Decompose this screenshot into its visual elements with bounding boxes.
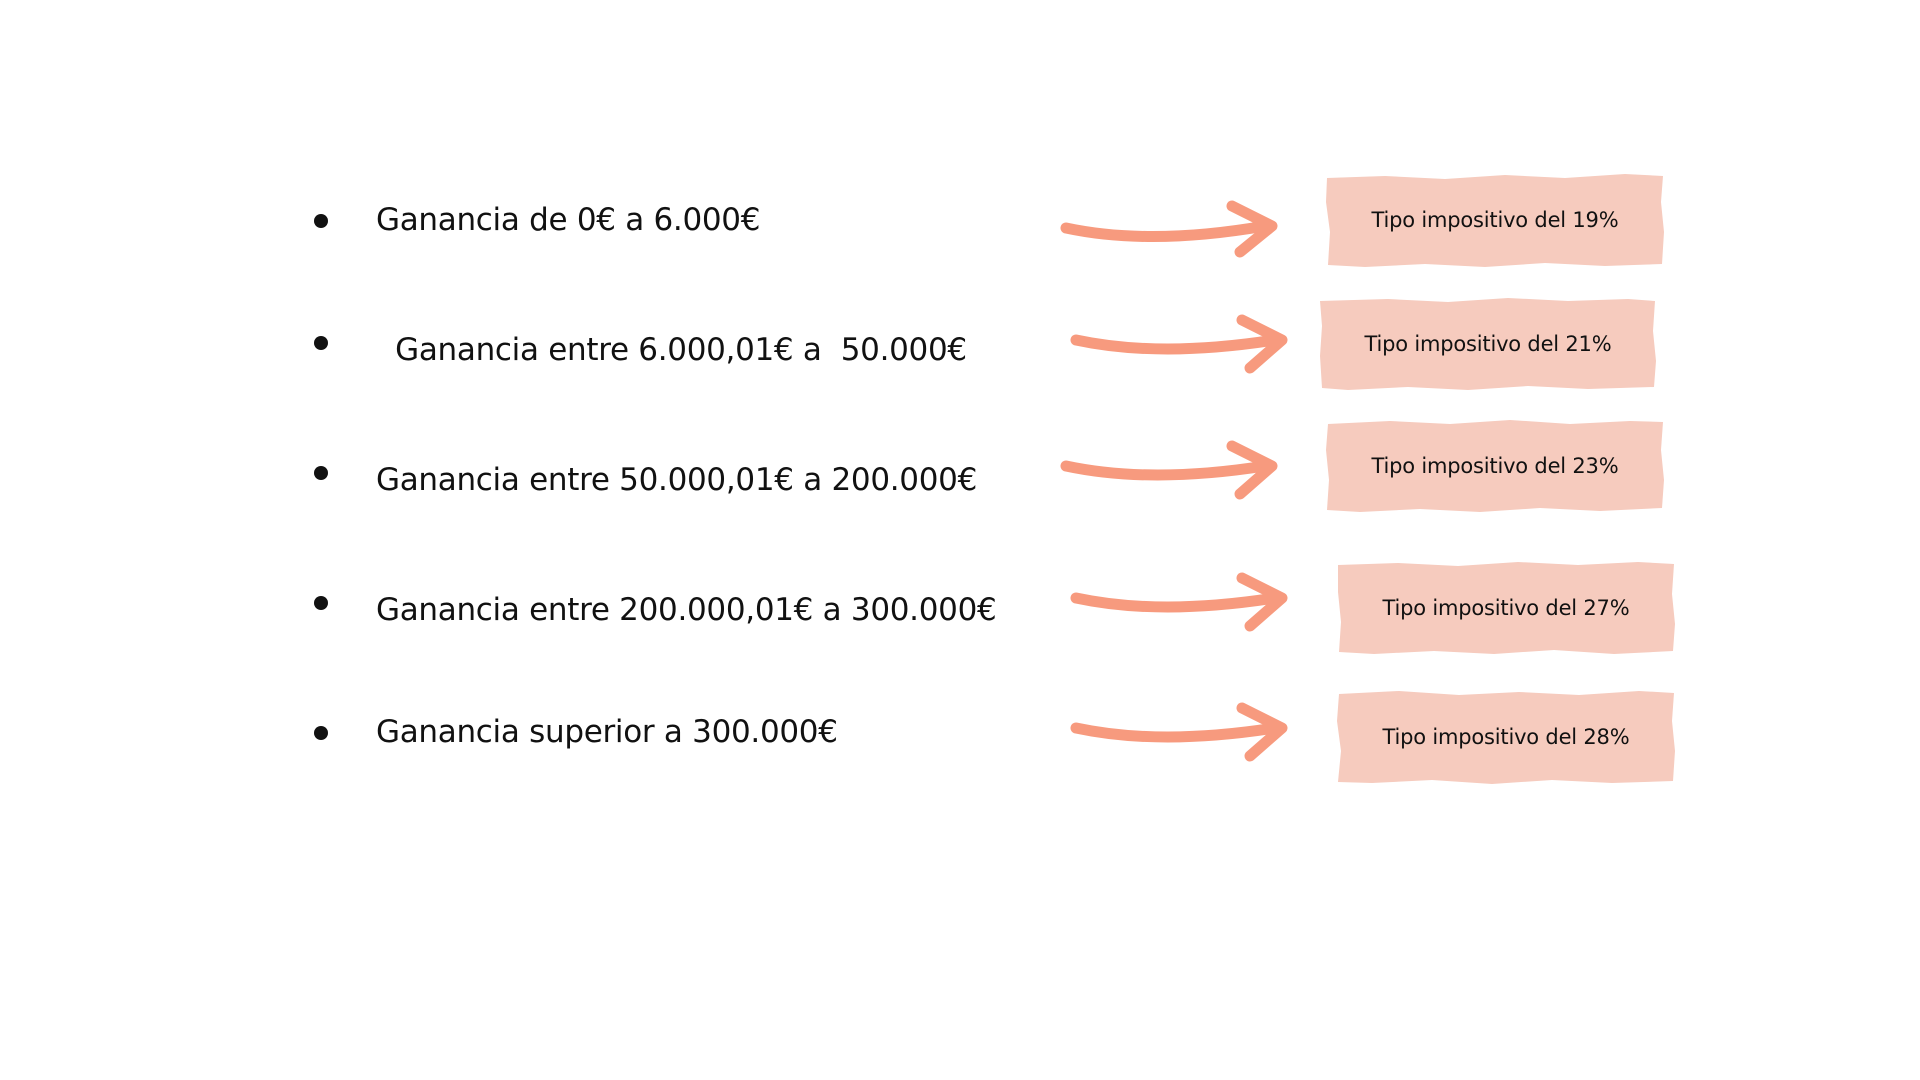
- torn-paper-shape: [1326, 174, 1664, 267]
- bracket-row-4: Ganancia entre 200.000,01€ a 300.000€ Ti…: [0, 560, 1920, 660]
- tax-rate-label: Tipo impositivo del 21%: [1364, 332, 1612, 356]
- bracket-range-label: Ganancia entre 6.000,01€ a 50.000€: [376, 332, 967, 368]
- torn-paper-shape: [1320, 298, 1656, 390]
- bracket-range-label: Ganancia entre 200.000,01€ a 300.000€: [376, 592, 997, 628]
- bracket-range-label: Ganancia entre 50.000,01€ a 200.000€: [376, 462, 977, 498]
- bullet-dot-icon: [314, 336, 328, 350]
- tax-rate-tag: Tipo impositivo del 28%: [1336, 689, 1676, 785]
- tax-rate-label: Tipo impositivo del 28%: [1382, 725, 1630, 749]
- tax-rate-label: Tipo impositivo del 23%: [1371, 454, 1619, 478]
- tax-rate-tag: Tipo impositivo del 27%: [1336, 560, 1676, 656]
- bullet-dot-icon: [314, 214, 328, 228]
- right-arrow-icon: [1070, 572, 1288, 632]
- bullet-dot-icon: [314, 596, 328, 610]
- torn-paper-shape: [1326, 420, 1664, 512]
- tax-rate-label: Tipo impositivo del 19%: [1371, 208, 1619, 232]
- right-arrow-icon: [1060, 440, 1278, 500]
- bracket-row-3: Ganancia entre 50.000,01€ a 200.000€ Tip…: [0, 420, 1920, 530]
- tax-rate-tag: Tipo impositivo del 21%: [1318, 296, 1658, 392]
- tax-rate-tag: Tipo impositivo del 19%: [1325, 172, 1665, 268]
- right-arrow-icon: [1070, 702, 1288, 762]
- right-arrow-icon: [1070, 314, 1288, 374]
- bracket-row-2: Ganancia entre 6.000,01€ a 50.000€ Tipo …: [0, 298, 1920, 400]
- bracket-row-5: Ganancia superior a 300.000€ Tipo imposi…: [0, 690, 1920, 790]
- tax-rate-tag: Tipo impositivo del 23%: [1325, 418, 1665, 514]
- torn-paper-shape: [1338, 562, 1675, 654]
- tax-rate-label: Tipo impositivo del 27%: [1382, 596, 1630, 620]
- bracket-row-1: Ganancia de 0€ a 6.000€ Tipo impositivo …: [0, 170, 1920, 270]
- bullet-dot-icon: [314, 726, 328, 740]
- bullet-dot-icon: [314, 466, 328, 480]
- bracket-range-label: Ganancia de 0€ a 6.000€: [376, 202, 761, 238]
- bracket-range-label: Ganancia superior a 300.000€: [376, 714, 838, 750]
- right-arrow-icon: [1060, 200, 1278, 258]
- torn-paper-shape: [1337, 691, 1675, 784]
